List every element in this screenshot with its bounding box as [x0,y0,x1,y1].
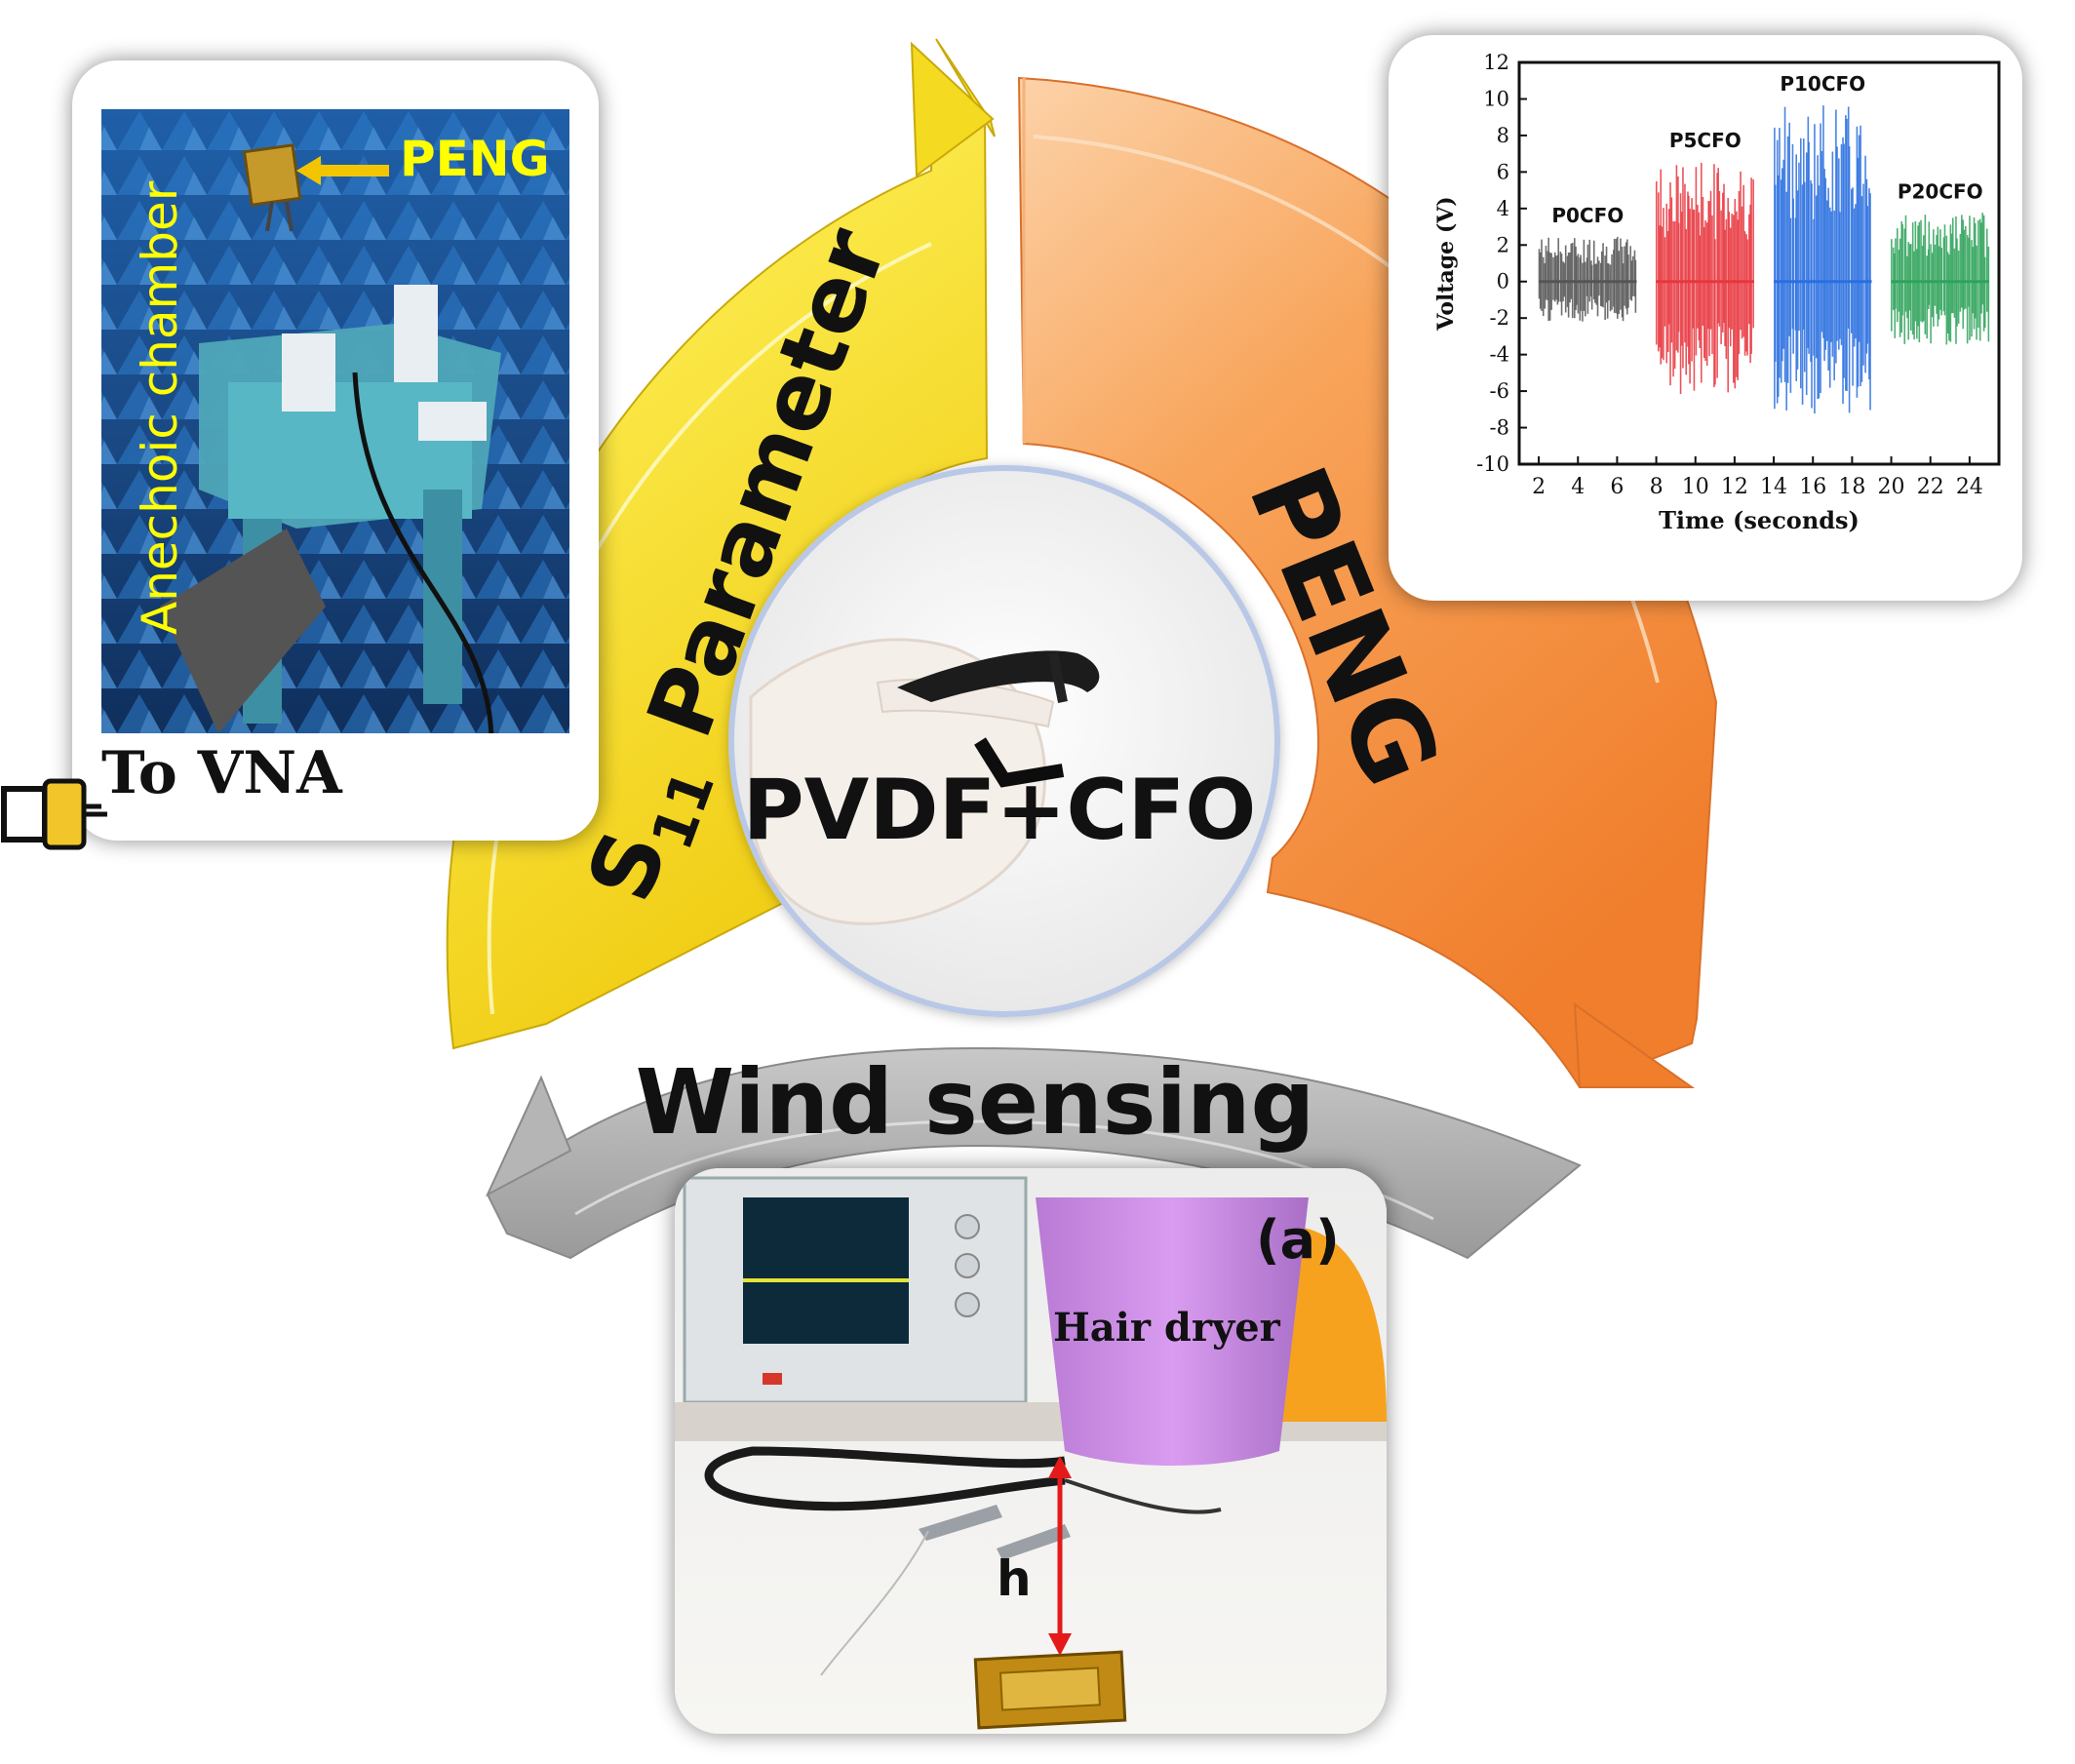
x-axis-title: Time (seconds) [1659,506,1860,534]
series-p5cfo [1655,162,1754,395]
wind-sensing-label: Wind sensing [636,1050,1315,1155]
y-tick-label: -10 [1476,452,1509,476]
wind-sensing-segment [485,1046,1582,1260]
anechoic-chamber-panel: PENG Anechoic chamber To VNA [72,60,599,841]
y-tick-label: 12 [1483,51,1509,74]
series-label: P20CFO [1898,180,1983,204]
y-tick-label: 10 [1483,87,1509,110]
y-axis-title: Voltage (V) [1433,196,1459,331]
to-vna-label: To VNA [101,739,342,807]
peng-photo-label: PENG [400,131,550,187]
x-tick-label: 18 [1838,475,1865,499]
x-tick-label: 20 [1878,475,1905,499]
y-tick-label: 0 [1497,270,1509,294]
x-tick-label: 4 [1571,475,1585,499]
series-label: P0CFO [1551,204,1624,227]
y-tick-label: 2 [1497,233,1509,256]
y-tick-label: -2 [1490,306,1509,330]
x-tick-label: 24 [1956,475,1983,499]
pvdf-film [897,650,1100,702]
series-p20cfo [1891,213,1990,345]
y-tick-label: 4 [1497,197,1509,220]
x-tick-label: 22 [1917,475,1944,499]
x-tick-label: 10 [1682,475,1709,499]
center-circle [728,465,1280,1017]
x-tick-label: 16 [1799,475,1826,499]
hair-dryer-label: Hair dryer [1053,1305,1280,1351]
series-p0cfo [1538,236,1637,322]
y-tick-label: -8 [1490,416,1509,440]
x-tick-label: 8 [1650,475,1664,499]
vna-connector-icon [1,778,107,850]
panel-tag-a: (a) [1256,1209,1340,1271]
series-label: P10CFO [1780,72,1865,96]
anechoic-chamber-photo [82,109,569,831]
plot-frame [1517,60,2001,466]
x-tick-label: 14 [1760,475,1787,499]
height-label: h [997,1550,1032,1607]
x-tick-label: 12 [1721,475,1748,499]
y-tick-label: 6 [1497,160,1509,183]
series-label: P5CFO [1669,129,1742,152]
x-tick-label: 6 [1610,475,1624,499]
center-label: PVDF+CFO [743,762,1257,859]
x-tick-label: 2 [1532,475,1546,499]
hair-dryer-photo [675,1168,1387,1734]
y-tick-label: 8 [1497,124,1509,147]
anechoic-chamber-label: Anechoic chamber [132,180,188,635]
wind-sensing-photo-panel: (a) Hair dryer h [675,1168,1387,1734]
y-tick-label: -6 [1490,379,1509,403]
y-tick-label: -4 [1490,343,1509,367]
series-p10cfo [1774,105,1872,414]
